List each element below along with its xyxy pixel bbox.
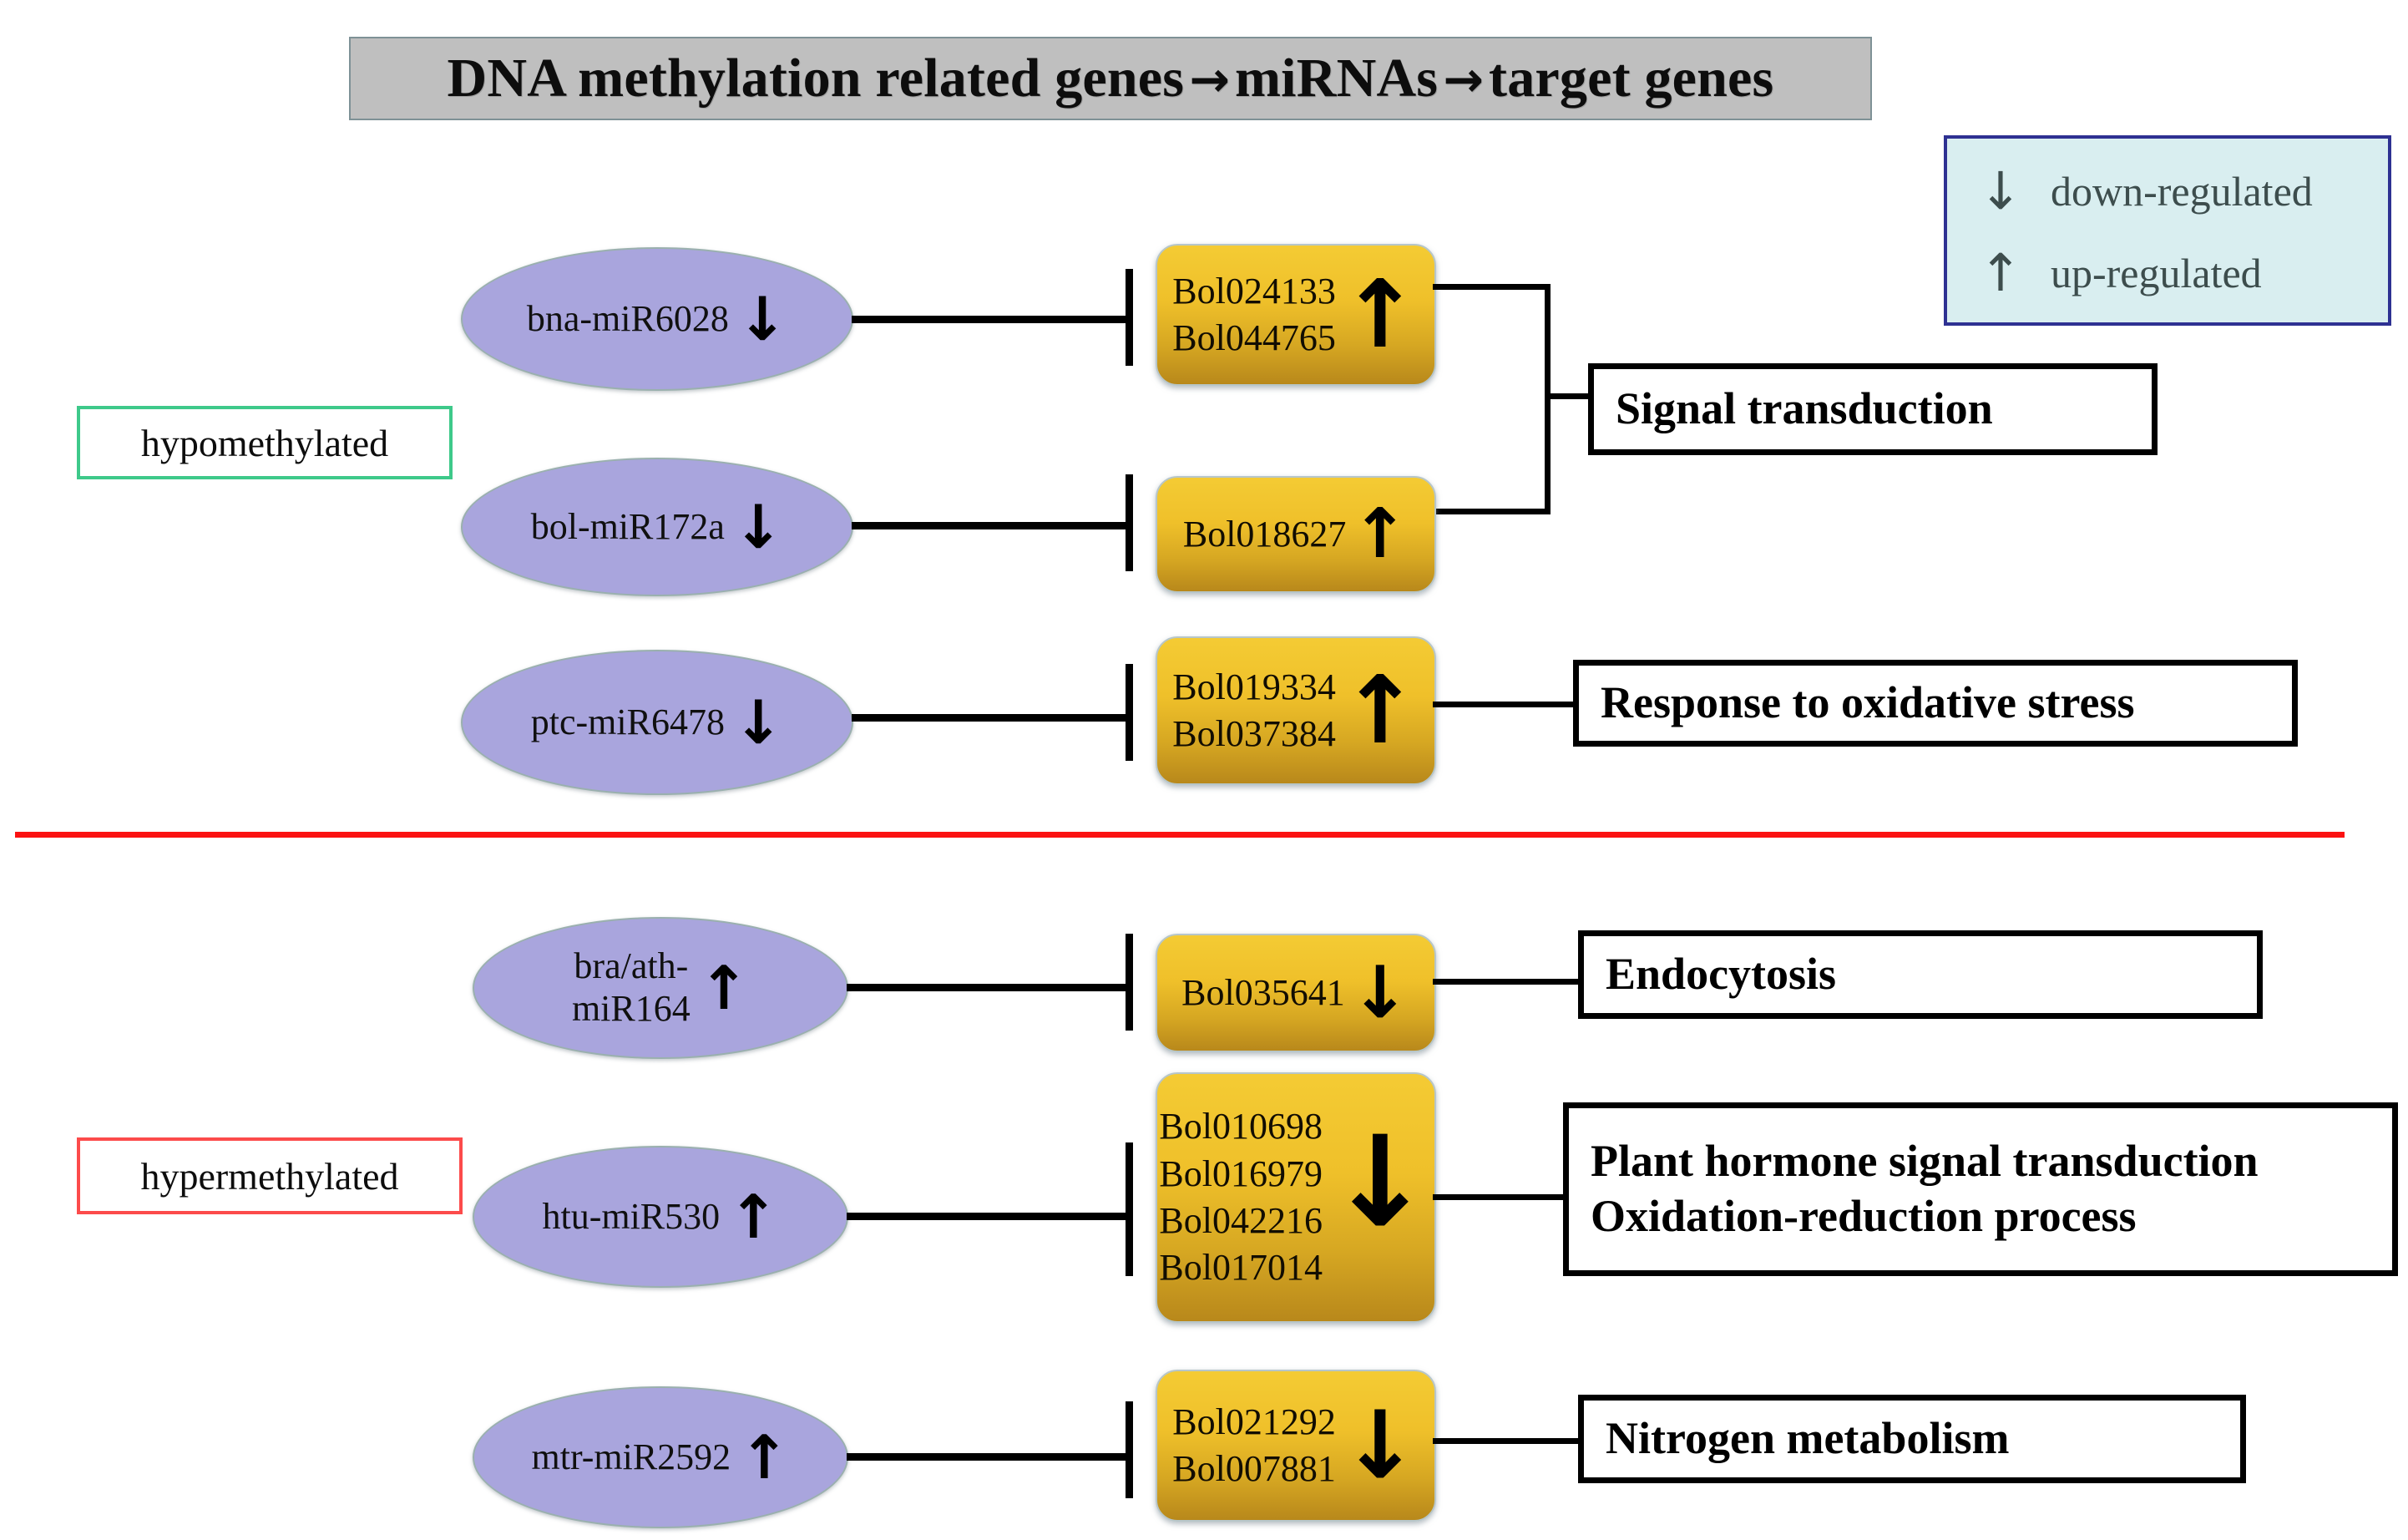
outcome-box-endocytosis[interactable]: Endocytosis: [1578, 930, 2263, 1019]
mirna-label: bra/ath- miR164: [571, 945, 691, 1029]
outcome-line: Endocytosis: [1606, 949, 1837, 1000]
gene-name: Bol021292: [1172, 1401, 1336, 1442]
gene-box-row3[interactable]: Bol019334 Bol037384 ↑: [1156, 636, 1436, 785]
inhibition-tbar-row4: [1126, 934, 1133, 1031]
legend-label-up: up-regulated: [2051, 250, 2262, 296]
title-arrow-1-icon: →: [1189, 51, 1230, 108]
gene-name-list-row4: Bol035641: [1181, 970, 1345, 1016]
outcome-box-signal-transduction[interactable]: Signal transduction: [1588, 363, 2158, 455]
gene-box-row2[interactable]: Bol018627 ↑: [1156, 476, 1436, 593]
outcome-box-plant-hormone-oxidation[interactable]: Plant hormone signal transduction Oxidat…: [1563, 1102, 2398, 1276]
tag-hypermethylated: hypermethylated: [77, 1137, 463, 1214]
inhibition-tbar-row5: [1126, 1142, 1133, 1276]
connector-line-row4: [847, 984, 1129, 991]
gene-name-list-row2: Bol018627: [1183, 511, 1347, 558]
gene-regulation-arrow-icon: ↑: [1351, 494, 1409, 574]
inhibition-tbar-row2: [1126, 474, 1133, 571]
connector-gene-to-outcome-row5: [1433, 1194, 1575, 1200]
mirna-node-mtr-miR2592[interactable]: mtr-miR2592 ↑: [473, 1386, 848, 1528]
gene-name: Bol010698: [1159, 1106, 1323, 1147]
regulation-legend: ↓ down-regulated ↑ up-regulated: [1944, 135, 2391, 326]
gene-box-row5[interactable]: Bol010698 Bol016979 Bol042216 Bol017014 …: [1156, 1072, 1436, 1323]
gene-name-list-row5: Bol010698 Bol016979 Bol042216 Bol017014: [1159, 1103, 1323, 1291]
inhibition-tbar-row6: [1126, 1401, 1133, 1498]
mirna-label: htu-miR530: [542, 1195, 721, 1237]
mirna-node-htu-miR530[interactable]: htu-miR530 ↑: [473, 1146, 848, 1288]
outcome-line: Plant hormone signal transduction: [1591, 1136, 2259, 1187]
connector-line-row6: [847, 1453, 1129, 1461]
legend-row-down: ↓ down-regulated: [1969, 150, 2371, 232]
gene-name: Bol019334: [1172, 666, 1336, 707]
page-title: DNA methylation related genes→miRNAs→tar…: [448, 47, 1774, 110]
gene-regulation-arrow-icon: ↓: [1340, 1391, 1419, 1500]
connector-line-row3: [852, 714, 1129, 722]
gene-name-list-row3: Bol019334 Bol037384: [1172, 664, 1336, 758]
gene-regulation-arrow-icon: ↑: [1340, 656, 1419, 765]
outcome-line: Response to oxidative stress: [1601, 677, 2135, 728]
legend-row-up: ↑ up-regulated: [1969, 232, 2371, 314]
diagram-title-banner: DNA methylation related genes→miRNAs→tar…: [349, 37, 1872, 120]
tag-hypomethylated-label: hypomethylated: [140, 421, 389, 464]
inhibition-tbar-row3: [1126, 664, 1133, 761]
gene-name: Bol017014: [1159, 1247, 1323, 1289]
mirna-node-bol-miR172a[interactable]: bol-miR172a ↓: [461, 458, 853, 596]
mirna-regulation-arrow-icon: ↑: [698, 953, 750, 1023]
mirna-regulation-arrow-icon: ↓: [736, 284, 788, 354]
connector-gene-to-outcome-row4: [1433, 979, 1600, 985]
gene-name: Bol024133: [1172, 270, 1336, 312]
connector-gene-to-outcome-row3: [1433, 702, 1600, 707]
gene-box-row1[interactable]: Bol024133 Bol044765 ↑: [1156, 244, 1436, 386]
gene-name: Bol035641: [1181, 971, 1345, 1013]
gene-box-row6[interactable]: Bol021292 Bol007881 ↓: [1156, 1370, 1436, 1522]
gene-regulation-arrow-icon: ↓: [1327, 1110, 1433, 1255]
gene-name: Bol016979: [1159, 1152, 1323, 1194]
gene-name-list-row6: Bol021292 Bol007881: [1172, 1399, 1336, 1493]
title-arrow-2-icon: →: [1443, 51, 1485, 108]
mirna-regulation-arrow-icon: ↓: [732, 687, 784, 757]
section-divider: [15, 832, 2345, 838]
gene-name-list-row1: Bol024133 Bol044765: [1172, 268, 1336, 362]
mirna-regulation-arrow-icon: ↑: [739, 1422, 790, 1492]
mirna-node-bra-ath-miR164[interactable]: bra/ath- miR164 ↑: [473, 917, 848, 1059]
connector-line-row1: [852, 316, 1129, 323]
tag-hypomethylated: hypomethylated: [77, 406, 453, 479]
gene-name: Bol018627: [1182, 513, 1347, 555]
outcome-line: Nitrogen metabolism: [1606, 1413, 2010, 1464]
bracket-vertical: [1545, 284, 1551, 514]
gene-name: Bol042216: [1159, 1200, 1323, 1241]
title-part-1: DNA methylation related genes: [447, 48, 1185, 109]
mirna-regulation-arrow-icon: ↓: [732, 492, 784, 562]
outcome-box-nitrogen-metabolism[interactable]: Nitrogen metabolism: [1578, 1395, 2246, 1483]
connector-line-row2: [852, 522, 1129, 529]
gene-box-row4[interactable]: Bol035641 ↓: [1156, 934, 1436, 1052]
mirna-label: bol-miR172a: [530, 505, 725, 547]
mirna-label: bna-miR6028: [526, 297, 729, 339]
title-part-3: target genes: [1489, 48, 1774, 109]
legend-label-down: down-regulated: [2051, 168, 2313, 215]
title-part-2: miRNAs: [1235, 48, 1439, 109]
up-arrow-icon: ↑: [1979, 242, 2022, 303]
gene-regulation-arrow-icon: ↓: [1349, 951, 1410, 1035]
mirna-label: ptc-miR6478: [530, 701, 725, 742]
down-arrow-icon: ↓: [1979, 160, 2022, 221]
gene-name: Bol007881: [1172, 1448, 1336, 1489]
mirna-node-bna-miR6028[interactable]: bna-miR6028 ↓: [461, 247, 853, 391]
outcome-box-response-to-oxidative-stress[interactable]: Response to oxidative stress: [1573, 660, 2298, 747]
mirna-label: mtr-miR2592: [531, 1436, 731, 1477]
gene-name: Bol037384: [1172, 713, 1336, 754]
mirna-node-ptc-miR6478[interactable]: ptc-miR6478 ↓: [461, 650, 853, 795]
gene-name: Bol044765: [1172, 317, 1336, 358]
bracket-top-arm: [1433, 284, 1550, 290]
inhibition-tbar-row1: [1126, 269, 1133, 366]
outcome-line: Signal transduction: [1616, 383, 1993, 434]
gene-regulation-arrow-icon: ↑: [1340, 261, 1419, 369]
tag-hypermethylated-label: hypermethylated: [140, 1154, 399, 1198]
bracket-bottom-arm: [1433, 509, 1550, 514]
connector-line-row5: [847, 1213, 1129, 1220]
outcome-line: Oxidation-reduction process: [1591, 1191, 2137, 1241]
connector-gene-to-outcome-row6: [1433, 1438, 1600, 1444]
mirna-regulation-arrow-icon: ↑: [728, 1182, 779, 1252]
